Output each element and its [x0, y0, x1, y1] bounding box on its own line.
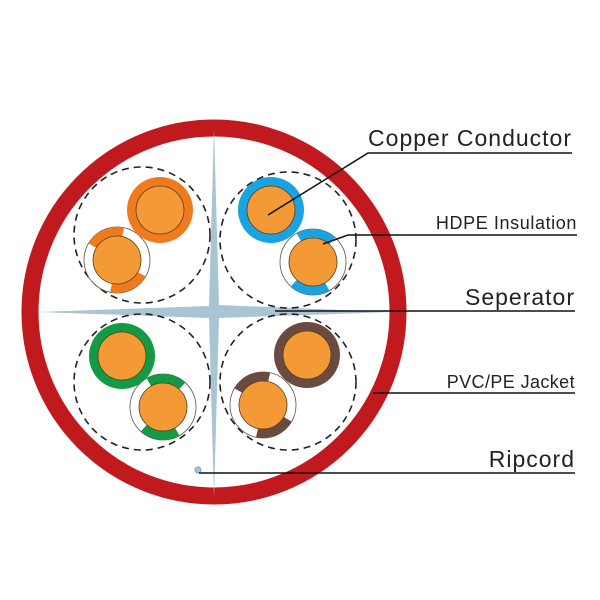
pair-brown [219, 313, 357, 451]
pair-binder-dashed [219, 171, 357, 309]
label-copper-conductor: Copper Conductor [368, 125, 572, 151]
copper-conductor [92, 235, 142, 285]
copper-conductor [246, 185, 296, 235]
copper-conductor-leader [267, 152, 572, 216]
insulation-stripe [84, 227, 150, 293]
insulation-stripe [230, 372, 296, 438]
label-jacket: PVC/PE Jacket [447, 372, 575, 392]
pair-blue [219, 171, 357, 309]
label-ripcord: Ripcord [489, 446, 575, 472]
insulation-stripe [130, 374, 196, 440]
pair-binder-dashed [73, 166, 211, 304]
copper-conductor [282, 330, 332, 380]
copper-conductor [135, 185, 185, 235]
pair-green [73, 313, 211, 451]
copper-conductor [288, 237, 338, 287]
copper-conductor [97, 331, 147, 381]
label-separator: Seperator [465, 284, 575, 310]
pair-binder-dashed [219, 313, 357, 451]
pair-orange [73, 166, 211, 304]
label-hdpe-insulation: HDPE Insulation [436, 213, 577, 233]
separator-cross [38, 128, 392, 498]
copper-conductor [138, 382, 188, 432]
ripcord-dot [194, 466, 202, 474]
copper-conductor [238, 380, 288, 430]
insulation-stripe [280, 229, 346, 295]
hdpe-insulation-leader [322, 234, 577, 245]
pair-binder-dashed [73, 313, 211, 451]
